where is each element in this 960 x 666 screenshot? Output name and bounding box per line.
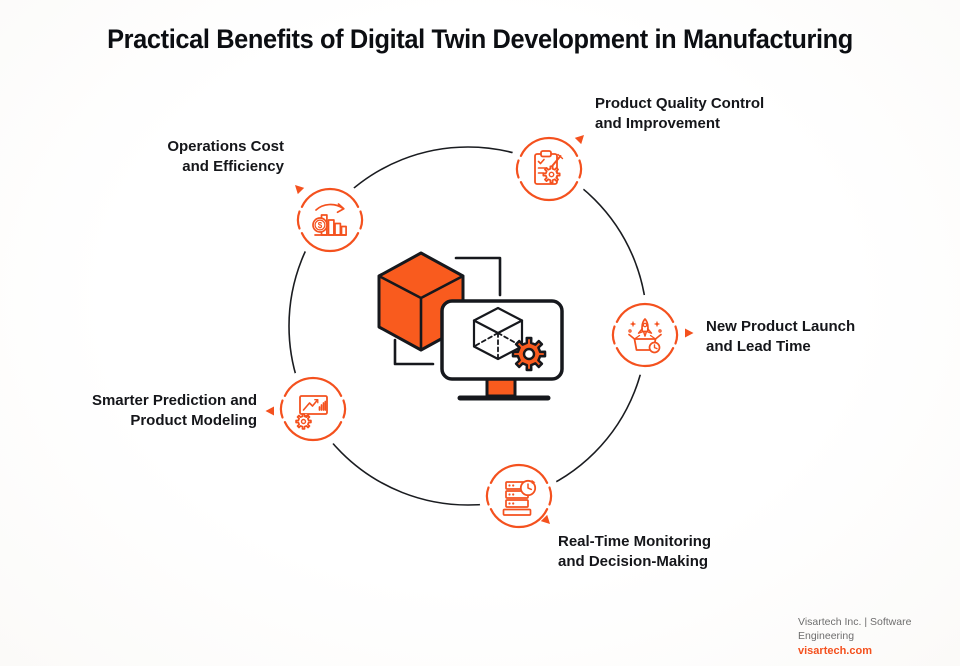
label-line: New Product Launch	[706, 318, 856, 335]
gear-icon	[511, 336, 547, 372]
node-realtime-monitoring	[477, 454, 561, 538]
label-line: Real-Time Monitoring	[558, 533, 712, 550]
realtime-monitoring-icon	[502, 479, 537, 516]
cost-efficiency-icon: $	[312, 203, 347, 236]
node-ring	[611, 302, 679, 368]
orange-cube-icon	[377, 251, 465, 352]
monitor-stand	[485, 376, 517, 398]
label-line: and Decision-Making	[558, 552, 709, 570]
label-line: Operations Cost	[167, 138, 284, 155]
node-label-operations-cost: Operations Cost and Efficiency	[104, 137, 284, 176]
node-operations-cost: $	[288, 178, 372, 262]
prediction-modeling-icon	[295, 395, 328, 430]
node-ring	[296, 187, 364, 253]
node-product-quality	[507, 127, 591, 211]
node-product-launch	[603, 293, 687, 377]
label-line: Product Modeling	[130, 411, 257, 429]
quality-control-icon	[534, 150, 564, 185]
monitor-icon	[440, 299, 564, 401]
node-label-product-quality: Product Quality Control and Improvement	[595, 94, 764, 133]
node-ring	[515, 136, 583, 202]
label-line: and Efficiency	[182, 157, 284, 175]
wireframe-cube-icon	[472, 306, 524, 361]
frame-line-bottom	[393, 338, 435, 366]
monitor-screen	[440, 299, 564, 381]
label-line: Product Quality Control	[595, 95, 765, 112]
footer-website-link[interactable]: visartech.com	[798, 645, 872, 657]
node-label-smarter-prediction: Smarter Prediction and Product Modeling	[77, 391, 257, 430]
label-line: and Improvement	[595, 114, 721, 132]
center-illustration	[377, 251, 564, 401]
node-ring	[279, 376, 347, 442]
label-line: Smarter Prediction and	[91, 392, 257, 409]
footer-company-line: Visartech Inc. | Software Engineering	[798, 616, 912, 642]
label-line: and Lead Time	[706, 337, 811, 355]
product-launch-icon	[628, 318, 662, 354]
footer-credit: Visartech Inc. | Software Engineering vi…	[798, 615, 960, 658]
node-label-realtime-monitoring: Real-Time Monitoring and Decision-Making	[558, 532, 711, 571]
frame-line-top	[454, 256, 502, 297]
node-smarter-prediction	[271, 367, 355, 451]
dollar-sign: $	[318, 221, 323, 230]
node-label-product-launch: New Product Launch and Lead Time	[706, 317, 855, 356]
page-title: Practical Benefits of Digital Twin Devel…	[107, 24, 853, 54]
